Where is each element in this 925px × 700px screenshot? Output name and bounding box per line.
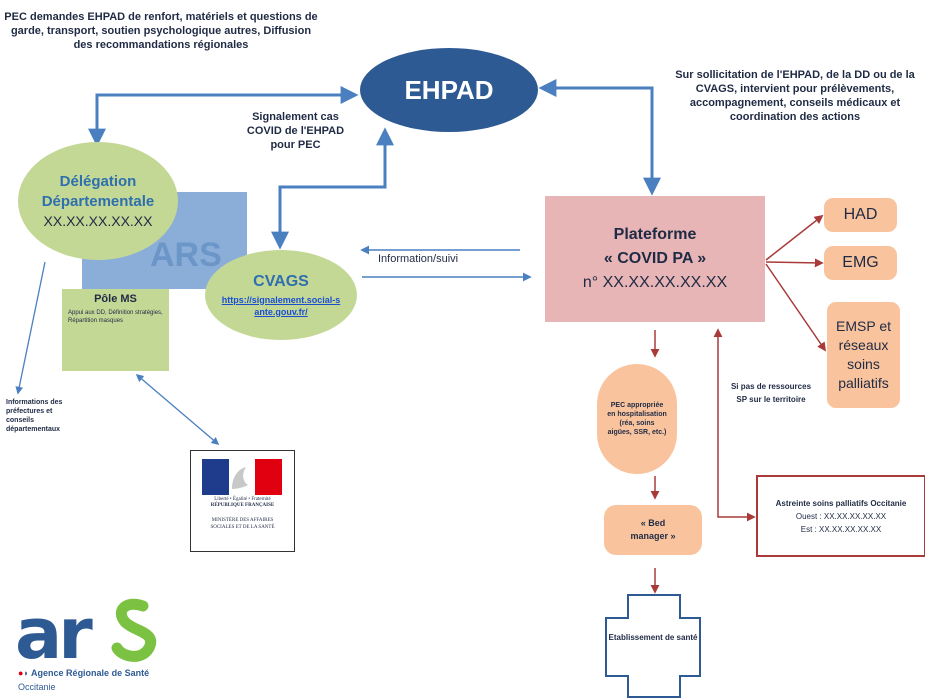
astreinte-node: Astreinte soins palliatifs Occitanie Oue… [756,475,925,557]
ars-agence-label: Agence Régionale de Santé [31,668,150,678]
astreinte-est: Est : XX.XX.XX.XX.XX [800,524,882,534]
dd-number: XX.XX.XX.XX.XX [43,213,153,229]
arrow-dd-info [15,261,46,395]
arrow-plat-emg [765,258,824,268]
note-info-suivi: Information/suivi [378,253,459,265]
arrow-ehpad-dd [88,86,359,147]
etab-cross [605,594,701,698]
ministere-name: MINISTÈRE DES AFFAIRES SOCIALES ET DE LA… [210,518,275,530]
arrow-plat-astreinte [713,328,756,522]
ars-label: ARS [150,236,222,274]
pole-ms-desc: Appui aux DD, Définition stratégies, Rép… [68,310,163,324]
marianne-flag-icon [202,459,282,495]
note-si-pas: Si pas de ressources SP sur le territoir… [730,382,812,404]
ministere-motto: Liberté • Égalité • Fraternité [214,497,271,502]
had-label: HAD [843,206,878,223]
arrow-plat-had [765,214,824,261]
cvags-node: CVAGS https://signalement.social-sante.g… [205,250,357,340]
plateforme-title-2: « COVID PA » [603,250,707,267]
note-signalement: Signalement cas COVID de l'EHPAD pour PE… [246,111,345,151]
emg-node: EMG [824,246,897,280]
pole-ms-title: Pôle MS [94,293,137,305]
had-node: HAD [824,198,897,232]
dd-title-2: Départementale [41,193,155,210]
arrow-ehpad-plateforme [538,79,661,196]
note-left-info: Informations des préfectures et conseils… [6,399,63,433]
emsp-label: EMSP et réseaux soins palliatifs [836,318,891,391]
emg-label: EMG [842,254,879,271]
arrow-plat-emsp [765,263,827,352]
delegation-departementale-node: Délégation Départementale XX.XX.XX.XX.XX [18,142,178,260]
ministere-rf: Liberté • Égalité • Fraternité RÉPUBLIQU… [191,497,294,509]
ars-logo-region: Occitanie [18,682,56,692]
dd-title-1: Délégation [59,173,137,190]
cvags-link[interactable]: https://signalement.social-sante.gouv.fr… [221,294,341,317]
bed-manager-node: « Bed manager » [604,505,702,555]
pole-ms-node: Pôle MS Appui aux DD, Définition stratég… [62,289,169,371]
plateforme-covid-node: Plateforme « COVID PA » n° XX.XX.XX.XX.X… [545,196,765,322]
ehpad-node: EHPAD [360,48,538,132]
ars-logo-wordmark: ar [15,596,93,664]
emsp-node: EMSP et réseaux soins palliatifs [827,302,900,408]
bed-manager-label: « Bed manager » [630,518,676,541]
ars-logo-agence: ●◗ Agence Régionale de Santé [18,668,150,678]
note-top-right: Sur sollicitation de l'EHPAD, de la DD o… [675,69,915,123]
etablissement-label: Etablissement de santé [608,633,698,642]
plateforme-title-1: Plateforme [613,226,697,243]
pec-hospitalisation-node: PEC appropriée en hospitalisation (réa, … [597,364,677,474]
pec-hosp-label: PEC appropriée en hospitalisation (réa, … [607,402,667,436]
ars-logo-mark-icon: ar [15,593,157,675]
plateforme-number: n° XX.XX.XX.XX.XX [582,274,728,291]
arrow-cvags-ehpad [271,127,394,250]
ministere-logo: Liberté • Égalité • Fraternité RÉPUBLIQU… [190,450,295,552]
arrow-pole-ministere [135,373,220,446]
ehpad-label: EHPAD [404,74,494,105]
cvags-title: CVAGS [253,272,309,290]
note-top-left: PEC demandes EHPAD de renfort, matériels… [4,11,318,51]
ministere-republique: RÉPUBLIQUE FRANÇAISE [210,503,275,508]
ars-logo: ar [15,593,175,675]
astreinte-title: Astreinte soins palliatifs Occitanie [775,498,907,508]
astreinte-ouest: Ouest : XX.XX.XX.XX.XX [795,511,887,521]
